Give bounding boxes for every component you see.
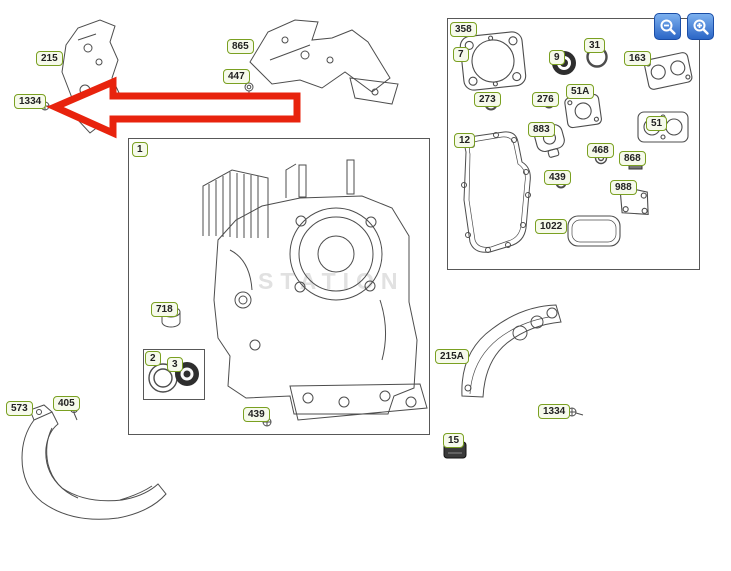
part-215-drawing [61,19,121,134]
part-label-31[interactable]: 31 [584,38,606,53]
part-label-51A[interactable]: 51A [566,84,595,99]
part-label-439-bottom[interactable]: 439 [243,407,270,422]
box-label-1[interactable]: 1 [132,142,148,157]
part-label-1022[interactable]: 1022 [535,219,568,234]
zoom-out-icon [659,18,677,36]
seal-sub-box-2 [143,349,205,400]
part-447-bolt-drawing [244,82,254,97]
part-label-15[interactable]: 15 [443,433,465,448]
part-label-988[interactable]: 988 [610,180,637,195]
part-label-215[interactable]: 215 [36,51,63,66]
part-215A-bracket-drawing [461,304,562,398]
assembly-box-1 [128,138,430,435]
box-label-2[interactable]: 2 [145,351,161,366]
zoom-out-button[interactable] [654,13,681,40]
part-label-276[interactable]: 276 [532,92,559,107]
part-label-3[interactable]: 3 [167,357,183,372]
part-label-273[interactable]: 273 [474,92,501,107]
part-label-447[interactable]: 447 [223,69,250,84]
part-label-718[interactable]: 718 [151,302,178,317]
part-label-883[interactable]: 883 [528,122,555,137]
gasket-kit-box-358 [447,18,700,270]
part-label-868[interactable]: 868 [619,151,646,166]
part-865-drawing [249,19,399,105]
part-label-573[interactable]: 573 [6,401,33,416]
part-label-12[interactable]: 12 [454,133,476,148]
box-label-358[interactable]: 358 [450,22,477,37]
part-label-405[interactable]: 405 [53,396,80,411]
part-label-865[interactable]: 865 [227,39,254,54]
part-1334-right-screw-drawing [567,407,584,417]
part-label-1334-right[interactable]: 1334 [538,404,571,419]
red-arrow-annotation [46,76,301,139]
part-label-9[interactable]: 9 [549,50,565,65]
part-label-439-kit[interactable]: 439 [544,170,571,185]
zoom-in-icon [692,18,710,36]
part-label-51[interactable]: 51 [646,116,668,131]
part-label-7[interactable]: 7 [453,47,469,62]
part-label-468[interactable]: 468 [587,143,614,158]
part-label-163[interactable]: 163 [624,51,651,66]
zoom-in-button[interactable] [687,13,714,40]
part-label-215A[interactable]: 215A [435,349,469,364]
part-label-1334-top[interactable]: 1334 [14,94,47,109]
